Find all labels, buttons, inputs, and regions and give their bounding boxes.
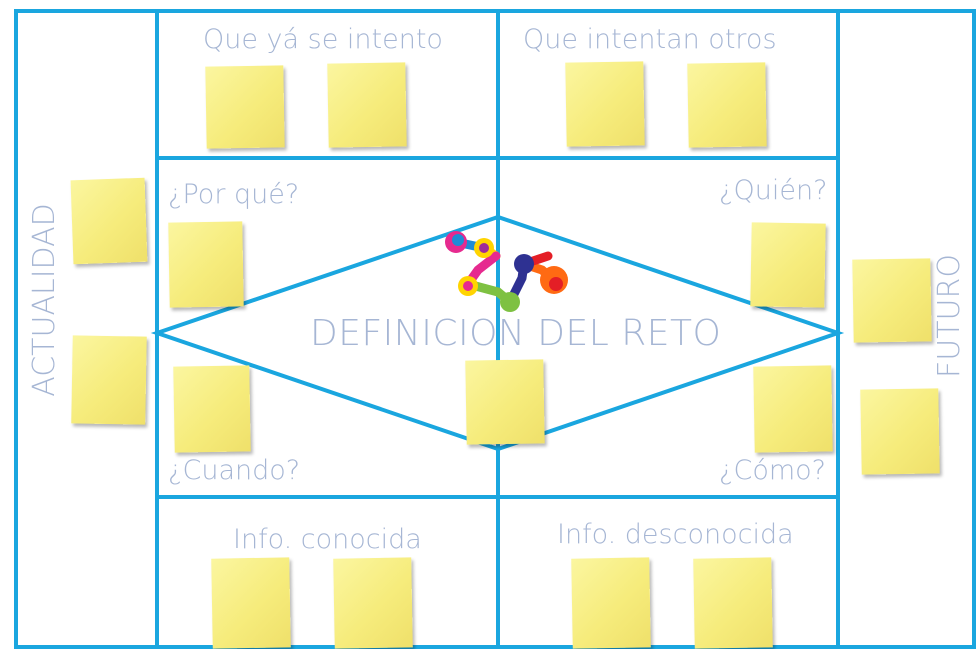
sticky-note[interactable] [327,62,407,148]
sticky-note[interactable] [852,258,932,343]
outer-border [14,9,976,649]
actualidad-label: ACTUALIDAD [27,203,62,397]
como-label: ¿Cómo? [719,455,826,486]
sticky-note[interactable] [753,365,833,453]
sticky-note[interactable] [565,61,645,147]
sticky-note[interactable] [173,365,251,453]
sticky-note[interactable] [211,557,291,649]
futuro-label: FUTURO [932,254,967,378]
sticky-note[interactable] [860,388,940,475]
sticky-note[interactable] [71,335,147,425]
sticky-note[interactable] [333,557,413,649]
bottom-left-title: Info. conocida [233,524,422,555]
center-diamond [150,214,845,452]
sticky-note[interactable] [687,62,767,148]
bottom-right-title: Info. desconocida [557,519,794,550]
por-que-label: ¿Por qué? [168,179,300,210]
cuando-label: ¿Cuando? [168,455,301,486]
top-left-title: Que yá se intento [203,24,443,55]
molecule-logo-icon [445,231,568,312]
sticky-note[interactable] [168,221,244,308]
center-title: DEFINICION DEL RETO [310,313,722,354]
sticky-note[interactable] [465,359,545,445]
sticky-note[interactable] [205,65,285,149]
sticky-note[interactable] [571,557,651,649]
top-right-title: Que intentan otros [523,24,777,55]
sticky-note[interactable] [70,177,148,265]
sticky-note[interactable] [750,222,826,308]
sticky-note[interactable] [693,557,773,649]
quien-label: ¿Quién? [719,175,828,206]
